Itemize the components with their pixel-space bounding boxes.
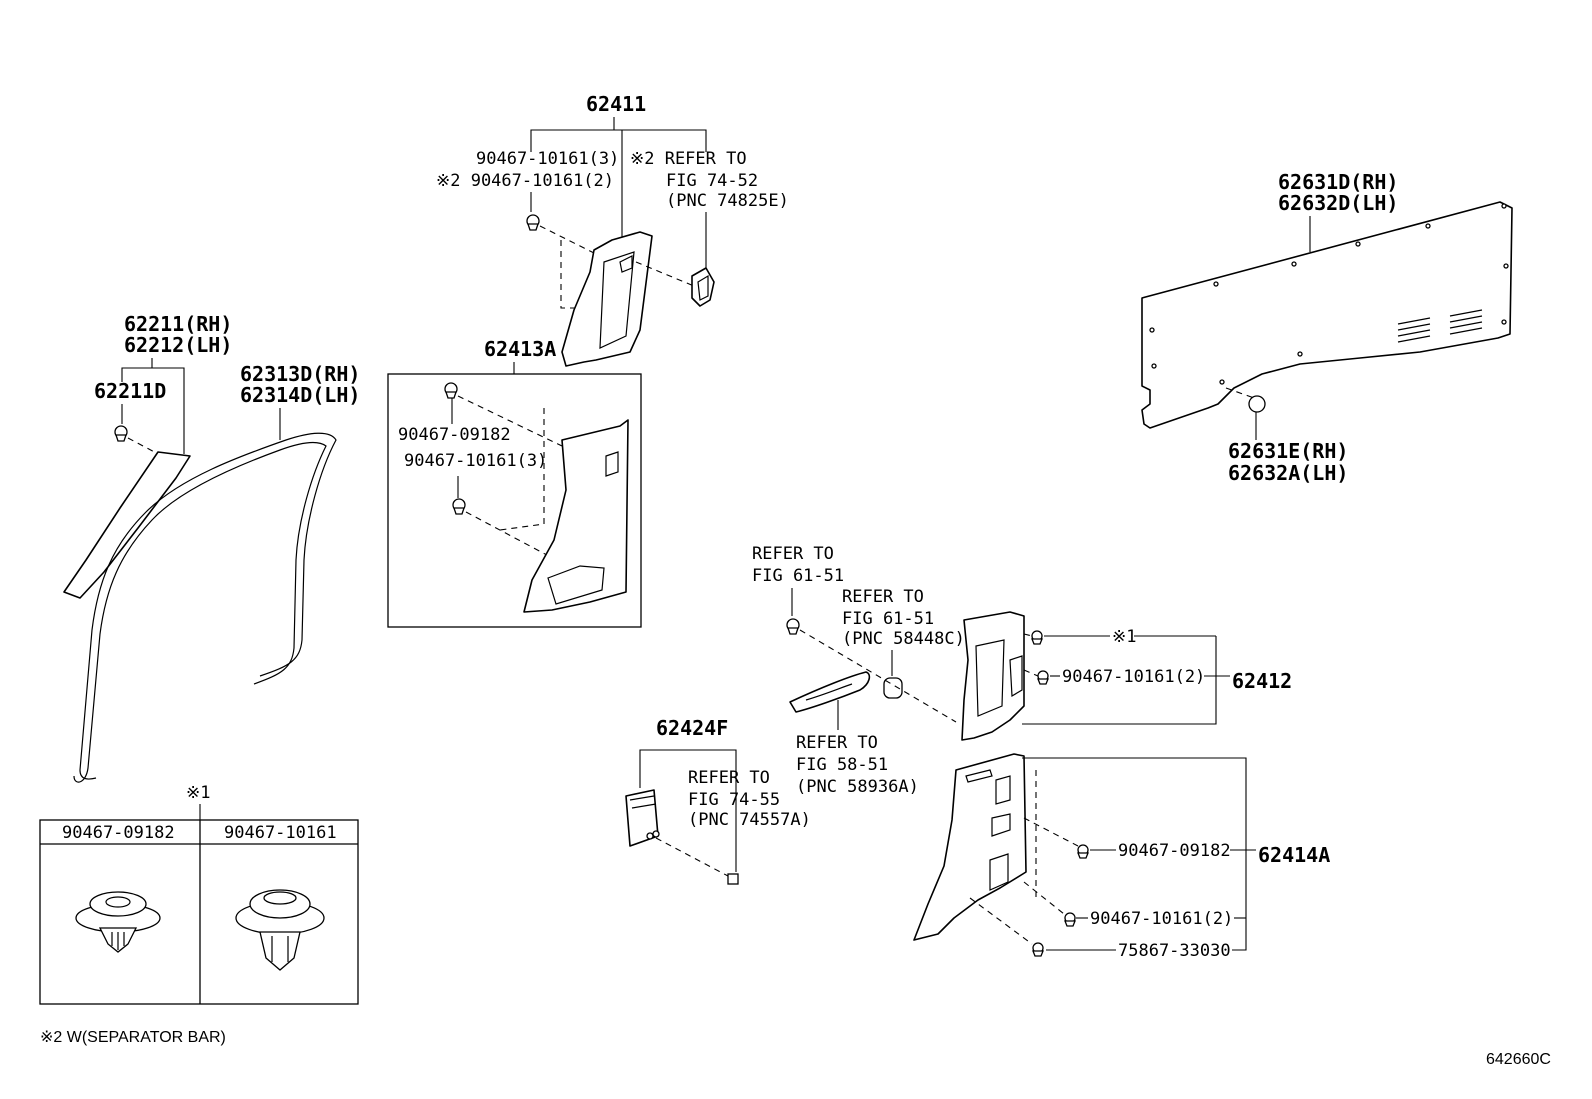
quarter-trim-62413a-icon <box>523 419 629 613</box>
part-label-62314d-lh[interactable]: 62314D(LH) <box>240 383 360 407</box>
fastener-label-90467-10161-3[interactable]: 90467-10161(3) <box>476 149 619 169</box>
figure-code[interactable]: 642660C <box>1486 1051 1551 1068</box>
group-62412: REFER TO FIG 61-51 REFER TO FIG 61-51 (P… <box>752 544 1292 797</box>
clip-icon <box>452 498 466 515</box>
pillar-trim-62412-icon <box>961 611 1025 741</box>
fastener-label-90467-10161-3[interactable]: 90467-10161(3) <box>404 451 547 471</box>
a-pillar-garnish-icon <box>63 451 191 599</box>
refer-label-pnc-58448c[interactable]: (PNC 58448C) <box>842 629 965 649</box>
clip-icon <box>1032 942 1044 957</box>
clip-icon <box>114 425 128 442</box>
assist-grip-icon <box>789 671 871 713</box>
legend-table: ※1 90467-09182 90467-10161 <box>39 783 359 1005</box>
bracket-62424f-icon <box>625 789 660 847</box>
refer-label-fig-74-52[interactable]: ※2 REFER TO <box>630 149 747 169</box>
fastener-label-90467-10161-2[interactable]: 90467-10161(2) <box>1090 909 1233 929</box>
part-label-62211-rh[interactable]: 62211(RH) <box>124 312 232 336</box>
clip-icon <box>1248 395 1266 413</box>
part-label-62411[interactable]: 62411 <box>586 92 646 116</box>
part-label-62631d-rh[interactable]: 62631D(RH) <box>1278 170 1398 194</box>
refer-label-fig-74-52-fig[interactable]: FIG 74-52 <box>666 171 758 191</box>
part-label-62412[interactable]: 62412 <box>1232 669 1292 693</box>
refer-label-fig-74-55[interactable]: REFER TO <box>688 768 770 788</box>
refer-label-pnc-74557a[interactable]: (PNC 74557A) <box>688 810 811 830</box>
vent-grille-icon <box>1397 309 1483 343</box>
clip-label-62632a-lh[interactable]: 62632A(LH) <box>1228 461 1348 485</box>
part-label-62424f[interactable]: 62424F <box>656 716 728 740</box>
clip-icon <box>526 214 540 231</box>
refer-label-fig-61-51-a[interactable]: REFER TO <box>752 544 834 564</box>
refer-label-fig-58-51[interactable]: REFER TO <box>796 733 878 753</box>
group-62424f: 62424F REFER TO FIG 74-55 (PNC 74557A) <box>625 716 811 885</box>
panel-holes-icon <box>1149 203 1509 385</box>
refer-label-fig-61-51-a-fig[interactable]: FIG 61-51 <box>752 566 844 586</box>
part-label-62212-lh[interactable]: 62212(LH) <box>124 333 232 357</box>
group-62631d: 62631D(RH) 62632D(LH) 62631E(RH) 62632A(… <box>1141 170 1513 485</box>
legend-col-90467-09182[interactable]: 90467-09182 <box>62 823 175 843</box>
clip-icon <box>444 382 458 399</box>
group-62414a: 90467-09182 90467-10161(2) 75867-33030 6… <box>913 753 1330 961</box>
clip-icon <box>1031 630 1043 645</box>
part-label-62413a[interactable]: 62413A <box>484 337 556 361</box>
fastener-label-75867-33030[interactable]: 75867-33030 <box>1118 941 1231 961</box>
legend-mark-1[interactable]: ※1 <box>186 783 210 803</box>
clip-icon <box>1077 844 1089 859</box>
weatherstrip-icon <box>73 432 337 783</box>
part-label-62632d-lh[interactable]: 62632D(LH) <box>1278 191 1398 215</box>
legend-col-90467-10161[interactable]: 90467-10161 <box>224 823 337 843</box>
refer-label-fig-74-55-fig[interactable]: FIG 74-55 <box>688 790 780 810</box>
quarter-trim-62414a-icon <box>913 753 1027 941</box>
group-62313d: 62313D(RH) 62314D(LH) <box>73 362 360 783</box>
clip-icon <box>786 618 800 635</box>
clip-label-62631e-rh[interactable]: 62631E(RH) <box>1228 439 1348 463</box>
refer-label-pnc-58936a[interactable]: (PNC 58936A) <box>796 777 919 797</box>
clip-10161-icon <box>235 889 325 971</box>
fastener-label-90467-09182[interactable]: 90467-09182 <box>398 425 511 445</box>
group-62211: 62211(RH) 62212(LH) 62211D <box>63 312 232 599</box>
refer-label-fig-61-51-b-fig[interactable]: FIG 61-51 <box>842 609 934 629</box>
separator-cap-icon <box>691 267 715 307</box>
pillar-trim-62411-icon <box>561 231 653 367</box>
part-label-62414a[interactable]: 62414A <box>1258 843 1330 867</box>
group-62413a: 62413A 90467-09182 90467-10161(3) <box>387 337 642 628</box>
part-label-62313d-rh[interactable]: 62313D(RH) <box>240 362 360 386</box>
separator-bar-note[interactable]: ※2 W(SEPARATOR BAR) <box>40 1029 226 1046</box>
plug-icon <box>727 873 739 885</box>
clip-09182-icon <box>75 891 161 953</box>
group-62411: 62411 90467-10161(3) ※2 90467-10161(2) ※… <box>436 92 789 367</box>
trim-panel-62631d-icon <box>1141 201 1513 429</box>
refer-label-fig-61-51-b[interactable]: REFER TO <box>842 587 924 607</box>
group-box-62413a <box>387 373 642 628</box>
clip-icon <box>1037 670 1049 685</box>
fastener-label-90467-10161-2[interactable]: 90467-10161(2) <box>1062 667 1205 687</box>
grommet-icon <box>883 677 903 699</box>
refer-label-fig-74-52-pnc[interactable]: (PNC 74825E) <box>666 191 789 211</box>
fastener-label-90467-10161-2-sep[interactable]: ※2 90467-10161(2) <box>436 171 614 191</box>
clip-icon <box>1064 912 1076 927</box>
mark-label-1[interactable]: ※1 <box>1112 627 1136 647</box>
fastener-label-90467-09182[interactable]: 90467-09182 <box>1118 841 1231 861</box>
clip-label-62211d[interactable]: 62211D <box>94 379 166 403</box>
refer-label-fig-58-51-fig[interactable]: FIG 58-51 <box>796 755 888 775</box>
